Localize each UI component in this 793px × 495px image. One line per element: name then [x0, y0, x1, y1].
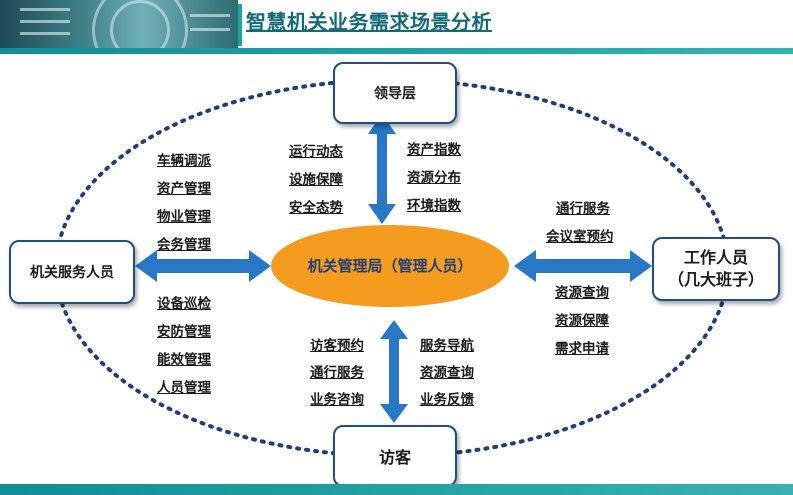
header-banner: 智慧机关业务需求场景分析 — [0, 0, 793, 48]
label-bottom-left-1: 通行服务 — [310, 365, 364, 381]
node-service-staff-label: 机关服务人员 — [30, 265, 114, 281]
label-top-left-0: 运行动态 — [289, 144, 343, 160]
node-center-label: 机关管理局（管理人员） — [307, 256, 473, 275]
label-right-lower-2: 需求申请 — [555, 341, 609, 357]
label-bottom-left-2: 业务咨询 — [310, 392, 364, 408]
label-left-upper-3: 会务管理 — [157, 237, 211, 253]
node-service-staff: 机关服务人员 — [9, 240, 135, 304]
node-leadership: 领导层 — [333, 62, 457, 124]
label-right-upper-1: 会议室预约 — [546, 229, 614, 245]
label-right-upper-0: 通行服务 — [556, 201, 610, 217]
arrow-bottom-vertical — [380, 320, 408, 423]
node-workers-label-2: （几大班子） — [667, 270, 764, 289]
vault-door-image — [0, 0, 238, 48]
label-right-lower-0: 资源查询 — [555, 285, 609, 301]
label-right-lower-1: 资源保障 — [555, 313, 609, 329]
label-left-upper-0: 车辆调派 — [157, 153, 211, 169]
label-top-left-1: 设施保障 — [289, 172, 343, 188]
label-bottom-right-0: 服务导航 — [420, 338, 474, 354]
header-separator — [238, 4, 242, 46]
node-center-management: 机关管理局（管理人员） — [271, 225, 509, 307]
label-bottom-left-0: 访客预约 — [310, 338, 364, 354]
page-title: 智慧机关业务需求场景分析 — [246, 10, 492, 34]
node-leadership-label: 领导层 — [374, 86, 416, 102]
label-left-lower-2: 能效管理 — [157, 352, 211, 368]
label-top-right-0: 资产指数 — [407, 142, 461, 158]
arrow-left-horizontal — [135, 250, 271, 282]
footer-bar — [0, 484, 793, 495]
label-top-right-1: 资源分布 — [407, 170, 461, 186]
header-rule — [0, 48, 793, 54]
label-left-upper-1: 资产管理 — [157, 181, 211, 197]
node-visitor: 访客 — [333, 425, 457, 487]
node-workers-label-1: 工作人员 — [683, 248, 748, 267]
label-top-left-2: 安全态势 — [289, 200, 343, 216]
label-top-right-2: 环境指数 — [407, 198, 461, 214]
label-left-lower-1: 安防管理 — [157, 324, 211, 340]
label-bottom-right-1: 资源查询 — [420, 365, 474, 381]
label-left-lower-3: 人员管理 — [157, 380, 211, 396]
label-left-upper-2: 物业管理 — [157, 209, 211, 225]
node-workers: 工作人员 （几大班子） — [652, 237, 780, 301]
label-bottom-right-2: 业务反馈 — [420, 392, 474, 408]
label-left-lower-0: 设备巡检 — [157, 296, 211, 312]
node-visitor-label: 访客 — [378, 448, 411, 467]
arrow-right-horizontal — [514, 250, 652, 282]
arrow-top-vertical — [368, 114, 396, 224]
